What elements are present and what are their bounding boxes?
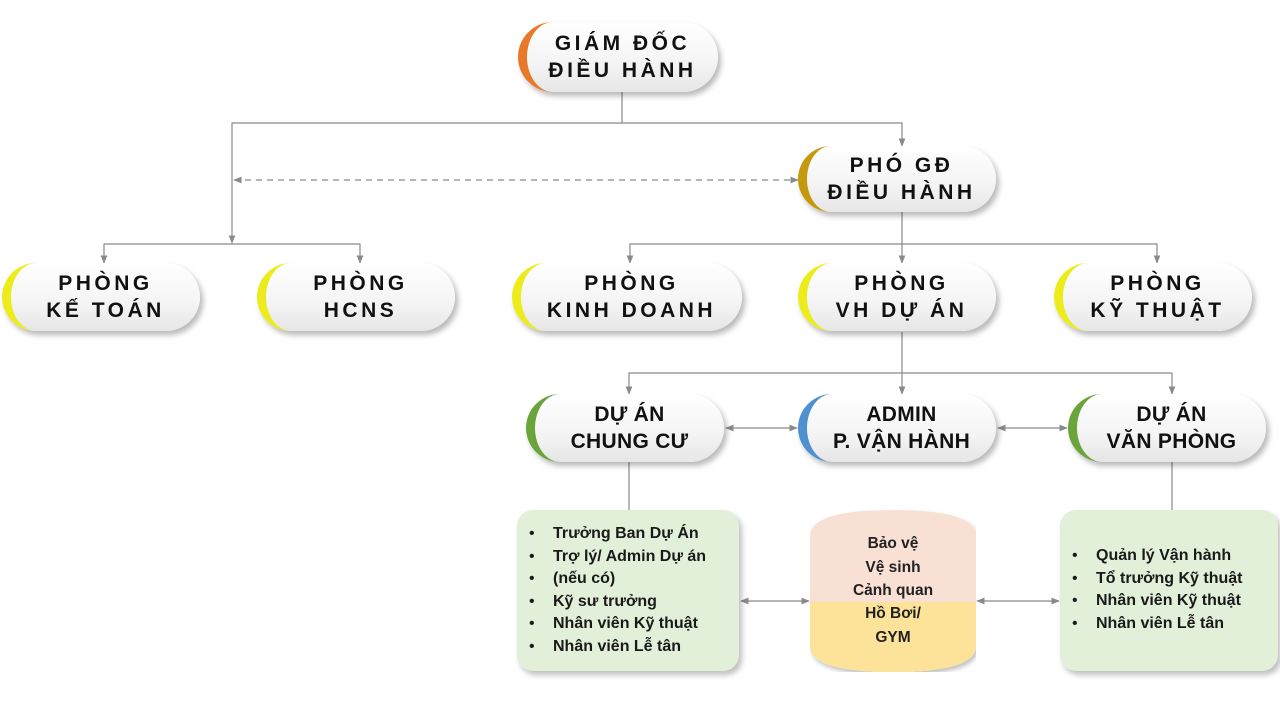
node-dept-operations: PHÒNG VH DỰ ÁN: [798, 263, 996, 331]
node-admin-operations: ADMIN P. VẬN HÀNH: [798, 394, 996, 462]
node-dept-technical: PHÒNG KỸ THUẬT: [1054, 263, 1252, 331]
list-item-continuation-text: (nếu có): [553, 570, 616, 587]
line-to-business: [626, 243, 902, 264]
node-hcns-line1: PHÒNG: [313, 271, 408, 295]
node-technical-line1: PHÒNG: [1110, 271, 1205, 295]
node-project-apartment: DỰ ÁN CHUNG CƯ: [526, 394, 724, 462]
service-item: Cảnh quan: [852, 582, 934, 599]
node-admin-line1: ADMIN: [866, 402, 937, 426]
service-item: Bảo vệ: [867, 535, 919, 552]
node-deputy-line2: ĐIỀU HÀNH: [827, 181, 976, 204]
node-business-line2: KINH DOANH: [546, 299, 717, 322]
list-item: Nhân viên Kỹ thuật: [517, 613, 739, 636]
node-hcns-line2: HCNS: [323, 299, 398, 322]
node-office-line2: VĂN PHÒNG: [1106, 430, 1237, 453]
services-bottom-group: Hồ Bơi/ GYM: [810, 602, 976, 649]
node-dept-accounting: PHÒNG KẾ TOÁN: [2, 263, 200, 331]
services-top-group: Bảo vệ Vệ sinh Cảnh quan: [810, 532, 976, 603]
list-item: Quản lý Vận hành: [1060, 545, 1278, 568]
list-item-continuation: (nếu có): [517, 568, 739, 591]
list-item: Nhân viên Lễ tân: [1060, 613, 1278, 636]
line-to-apartment: [625, 372, 902, 395]
line-to-hcns: [232, 243, 364, 264]
service-item: Vệ sinh: [865, 558, 921, 576]
list-item: Tổ trưởng Kỹ thuật: [1060, 568, 1278, 591]
node-dept-hcns: PHÒNG HCNS: [257, 263, 455, 331]
services-cylinder: Bảo vệ Vệ sinh Cảnh quan Hồ Bơi/ GYM: [810, 510, 976, 672]
node-business-line1: PHÒNG: [584, 271, 679, 295]
list-item: Trợ lý/ Admin Dự án: [517, 546, 739, 569]
node-office-line1: DỰ ÁN: [1136, 402, 1207, 426]
node-deputy-line1: PHÓ GĐ: [849, 153, 954, 177]
list-item: Nhân viên Kỹ thuật: [1060, 590, 1278, 613]
line-bus-deputy: [622, 122, 906, 147]
node-director: GIÁM ĐỐC ĐIỀU HÀNH: [518, 22, 718, 92]
service-item: GYM: [875, 628, 911, 646]
cylinder-shape: [810, 510, 976, 672]
node-technical-line2: KỸ THUẬT: [1090, 299, 1225, 322]
line-bus-left: [228, 122, 622, 244]
node-apartment-line2: CHUNG CƯ: [570, 430, 689, 453]
line-to-accounting: [100, 243, 232, 264]
list-item: Trưởng Ban Dự Án: [517, 523, 739, 546]
node-accounting-line1: PHÒNG: [58, 271, 153, 295]
node-dept-business: PHÒNG KINH DOANH: [512, 263, 742, 331]
apartment-staff-list: Trưởng Ban Dự Án Trợ lý/ Admin Dự án (nế…: [517, 510, 739, 671]
line-to-office: [902, 372, 1176, 395]
node-operations-line2: VH DỰ ÁN: [835, 299, 968, 322]
node-admin-line2: P. VẬN HÀNH: [832, 430, 971, 453]
line-to-technical: [902, 243, 1161, 264]
node-deputy-director: PHÓ GĐ ĐIỀU HÀNH: [798, 146, 996, 212]
node-project-office: DỰ ÁN VĂN PHÒNG: [1068, 394, 1266, 462]
office-staff-list: Quản lý Vận hành Tổ trưởng Kỹ thuật Nhân…: [1060, 510, 1278, 671]
service-item: Hồ Bơi/: [865, 605, 921, 622]
list-item: Kỹ sư trưởng: [517, 591, 739, 614]
node-apartment-line1: DỰ ÁN: [594, 402, 665, 426]
node-accounting-line2: KẾ TOÁN: [46, 299, 165, 322]
node-operations-line1: PHÒNG: [854, 271, 949, 295]
list-item: Nhân viên Lễ tân: [517, 636, 739, 659]
node-director-line1: GIÁM ĐỐC: [554, 31, 691, 55]
node-director-line2: ĐIỀU HÀNH: [548, 59, 697, 82]
